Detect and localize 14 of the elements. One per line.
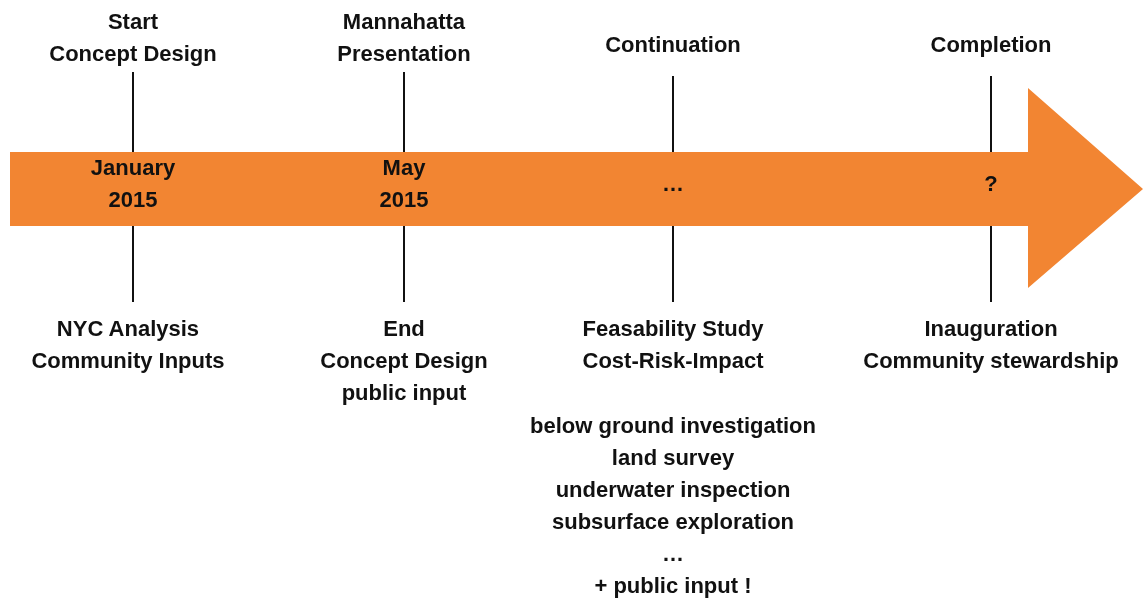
timeline-arrow xyxy=(10,88,1144,288)
milestone-text: Continuation xyxy=(605,31,741,59)
milestone-text: Feasability Study Cost-Risk-Impact xyxy=(582,315,764,375)
milestone-text: Mannahatta Presentation xyxy=(337,8,471,68)
milestone-text: Completion xyxy=(930,31,1052,59)
milestone-text: NYC Analysis Community Inputs xyxy=(31,315,225,375)
milestone-text: End Concept Design public input xyxy=(320,315,488,407)
date-label: May 2015 xyxy=(379,154,429,214)
task-list: below ground investigation land survey underwater inspection subsurface exploration … + public input ! xyxy=(530,410,816,602)
milestone-text: Inauguration Community stewardship xyxy=(863,315,1119,375)
date-label: ? xyxy=(984,170,998,198)
date-label: … xyxy=(662,170,684,198)
date-label: January 2015 xyxy=(90,154,176,214)
milestone-text: Start Concept Design xyxy=(49,8,217,68)
